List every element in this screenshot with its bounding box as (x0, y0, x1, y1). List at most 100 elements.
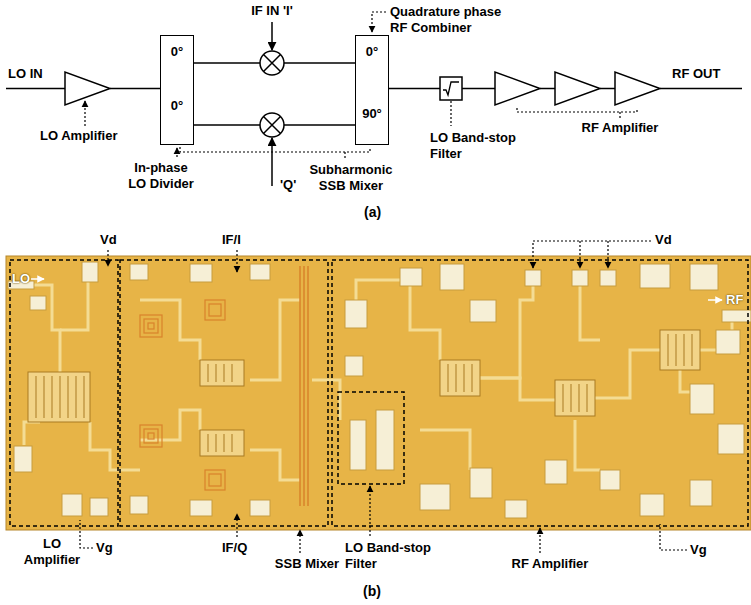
spiral-inductor (205, 300, 225, 320)
region-outline (120, 260, 328, 526)
chip-pad (640, 264, 670, 288)
phase-label: 0° (356, 44, 388, 60)
chip-pad (716, 330, 740, 354)
signal-wire (6, 88, 65, 90)
chip-trace (250, 300, 300, 380)
transistor-finger (36, 334, 692, 452)
leader-line (517, 108, 637, 112)
chip-trace (580, 286, 600, 340)
block-label: LO Amplifier (40, 128, 118, 144)
block-label: SSB Mixer (268, 556, 346, 572)
chip-pad (400, 268, 422, 286)
spiral-inductor (144, 319, 158, 333)
chip-trace (480, 285, 533, 378)
chip-pad (345, 356, 363, 376)
transistor-finger (208, 434, 232, 452)
block-label: LO Band-stop Filter (430, 130, 526, 162)
chip-trace (356, 280, 440, 360)
chip-pad (722, 310, 751, 322)
amplifier-symbol (615, 72, 660, 105)
block-label: RF Amplifier (500, 556, 600, 572)
spiral-inductor (140, 300, 225, 490)
block-label: Subharmonic SSB Mixer (305, 162, 397, 194)
block-label: RF Amplifier (580, 120, 660, 136)
mixer-symbol (260, 51, 284, 137)
transistor-cell (555, 380, 595, 416)
port-arrow (31, 278, 44, 280)
chip-trace (8, 285, 60, 372)
leader-line (299, 530, 300, 553)
divider-box: 0°0° (160, 35, 194, 145)
port-arrow (31, 279, 722, 300)
chip-pad (690, 384, 714, 414)
spiral-inductor (140, 315, 162, 337)
pin-name: Vg (96, 540, 113, 556)
port-arrow (708, 299, 722, 301)
chip-pad (690, 480, 712, 506)
leader-line (80, 520, 93, 548)
signal-wire (462, 88, 495, 90)
signal-wire (600, 88, 615, 90)
spiral-inductor (148, 433, 154, 439)
chip-trace (60, 282, 88, 330)
leader-line (533, 241, 651, 268)
coupler-line (300, 266, 308, 506)
signal-wire (389, 88, 440, 90)
chip-pad (30, 296, 46, 310)
region-outline (10, 260, 118, 526)
leader-line (80, 12, 687, 553)
leader-line (236, 514, 237, 537)
block-label: In-phase LO Divider (125, 160, 197, 192)
leader-line (372, 12, 386, 32)
block-label: Quadrature phase RF Combiner (390, 4, 512, 36)
if-input-arrow (271, 138, 273, 186)
transistor-cell (200, 430, 244, 456)
leader-line (107, 250, 108, 266)
chip-pad (572, 270, 588, 286)
port-label: RF (726, 292, 743, 308)
chip-trace (8, 280, 732, 480)
signal-name: 'Q' (280, 177, 296, 193)
chip-pad (130, 496, 148, 514)
mixer-symbol (264, 55, 281, 72)
chip-pad (470, 300, 496, 322)
chip-pad (82, 262, 98, 282)
chip-pad (640, 494, 664, 516)
spiral-inductor (144, 429, 158, 443)
leader-line (369, 486, 370, 536)
chip-pad (90, 498, 108, 516)
spiral-inductor (209, 474, 221, 486)
spiral-inductor (209, 304, 221, 316)
port-label: RF OUT (672, 66, 720, 82)
block-label: LO Band-stop Filter (345, 540, 445, 572)
chip-pad (130, 264, 148, 280)
spiral-inductor (205, 470, 225, 490)
leader-line (607, 241, 608, 268)
chip-pad (440, 264, 464, 290)
if-input-arrow (271, 22, 273, 186)
chip-trace (575, 420, 600, 470)
chip-pad (376, 410, 394, 470)
leader-line (539, 528, 540, 553)
leader-line (180, 147, 370, 152)
region-outline (332, 260, 748, 526)
mixer-symbol (260, 113, 284, 137)
panel-label: (a) (364, 204, 381, 220)
chip-pad (600, 470, 620, 490)
if-input-arrow (271, 22, 273, 50)
leader-line (450, 101, 451, 126)
signal-wire (660, 88, 742, 90)
transistor-finger (36, 376, 84, 418)
chip-photo (6, 256, 751, 530)
chip-pad (14, 446, 32, 472)
signal-name: IF IN 'I' (237, 3, 307, 19)
amplifier-symbol (555, 72, 600, 105)
chip-pad (250, 264, 270, 280)
chip-trace (312, 380, 340, 420)
chip-trace (250, 450, 300, 480)
region-outline (10, 260, 748, 526)
amplifier-symbol (495, 72, 540, 105)
transistor-finger (448, 364, 472, 392)
port-label: LO (12, 271, 30, 287)
transistor-cell (28, 372, 90, 422)
